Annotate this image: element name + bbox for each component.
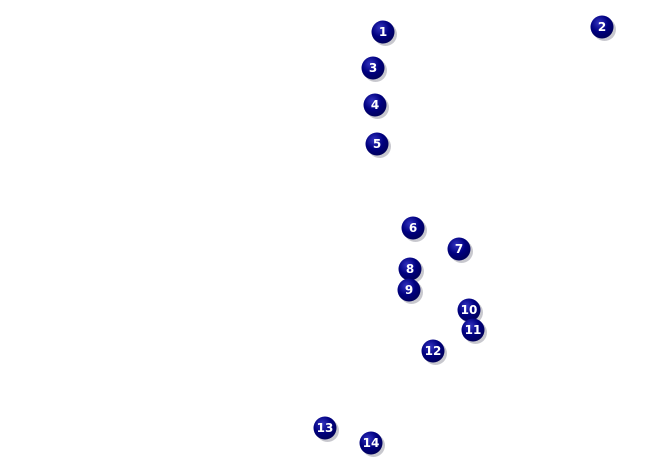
marker-label: 7: [455, 242, 463, 256]
marker-circle: [457, 298, 481, 322]
marker-circle: [421, 339, 445, 363]
marker-circle: [359, 431, 383, 455]
marker-label: 3: [369, 61, 377, 75]
marker-circle: [363, 93, 387, 117]
marker-circle: [361, 56, 385, 80]
marker-circle: [590, 15, 614, 39]
marker-2: 2: [590, 15, 616, 41]
marker-label: 11: [465, 323, 482, 337]
marker-13: 13: [313, 416, 339, 442]
marker-circle: [313, 416, 337, 440]
marker-circle: [401, 216, 425, 240]
marker-circle: [397, 278, 421, 302]
marker-4: 4: [363, 93, 389, 119]
marker-label: 2: [598, 20, 606, 34]
marker-circle: [447, 237, 471, 261]
marker-10: 10: [457, 298, 483, 324]
marker-1: 1: [371, 20, 397, 46]
marker-label: 8: [406, 262, 414, 276]
marker-label: 12: [425, 344, 442, 358]
marker-11: 11: [461, 318, 487, 344]
marker-14: 14: [359, 431, 385, 457]
marker-12: 12: [421, 339, 447, 365]
marker-9: 9: [397, 278, 423, 304]
marker-circle: [365, 132, 389, 156]
marker-label: 13: [317, 421, 334, 435]
marker-3: 3: [361, 56, 387, 82]
marker-label: 5: [373, 137, 381, 151]
marker-label: 10: [461, 303, 478, 317]
marker-circle: [461, 318, 485, 342]
marker-label: 14: [363, 436, 380, 450]
marker-label: 4: [371, 98, 379, 112]
marker-circle: [398, 257, 422, 281]
marker-5: 5: [365, 132, 391, 158]
marker-label: 1: [379, 25, 387, 39]
marker-7: 7: [447, 237, 473, 263]
marker-6: 6: [401, 216, 427, 242]
marker-label: 9: [405, 283, 413, 297]
marker-circle: [371, 20, 395, 44]
marker-8: 8: [398, 257, 424, 283]
marker-label: 6: [409, 221, 417, 235]
